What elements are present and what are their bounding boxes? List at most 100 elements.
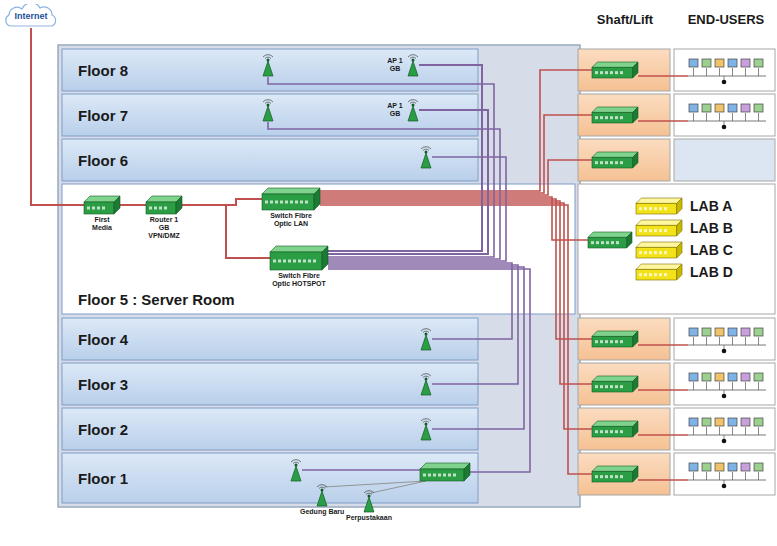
end-user-cell xyxy=(674,139,775,181)
floor-label: Floor 8 xyxy=(78,62,128,79)
device-port xyxy=(610,116,613,119)
lab-switch: LAB C xyxy=(636,242,733,258)
pc-cable xyxy=(706,337,707,345)
antenna-label: Perpustakaan xyxy=(346,514,392,522)
pc-cable xyxy=(706,427,707,435)
device-top xyxy=(420,463,470,469)
device-port xyxy=(659,251,662,254)
antenna-body xyxy=(408,106,418,121)
device-top xyxy=(588,232,632,237)
pc-cable xyxy=(693,382,694,390)
access-point: AP 1 GB xyxy=(386,54,419,76)
wireless-antenna: Gedung Baru xyxy=(300,484,344,516)
device-port xyxy=(293,260,296,263)
device-port xyxy=(600,430,603,433)
antenna-tip xyxy=(295,464,298,467)
network-printer xyxy=(722,439,727,444)
pc-monitor xyxy=(754,418,763,426)
drawing-part xyxy=(421,419,431,440)
device-port xyxy=(639,229,642,232)
device-port xyxy=(620,71,623,74)
antenna-waves xyxy=(317,485,327,489)
drawing-part xyxy=(420,463,470,481)
device-port xyxy=(610,475,613,478)
device-label: First Media xyxy=(84,216,120,232)
device-side xyxy=(314,188,320,210)
device-port xyxy=(615,430,618,433)
end-user-cell xyxy=(674,453,775,495)
device-port xyxy=(448,474,451,477)
cloud-label: Internet xyxy=(14,11,47,21)
drawing-part xyxy=(592,152,638,168)
antenna-tip xyxy=(321,489,324,492)
device-front xyxy=(270,252,322,270)
device-port xyxy=(305,201,308,204)
device-port xyxy=(664,273,667,276)
device-icon xyxy=(636,220,682,236)
device-port xyxy=(313,260,316,263)
device-port xyxy=(97,207,100,210)
antenna-waves xyxy=(408,100,418,104)
device-port xyxy=(605,430,608,433)
pc-monitor xyxy=(715,104,724,112)
device-port xyxy=(649,207,652,210)
device-port xyxy=(649,273,652,276)
pc-monitor xyxy=(702,328,711,336)
antenna-tip xyxy=(425,423,428,426)
device-side xyxy=(633,62,638,78)
antenna-body xyxy=(317,491,327,506)
device-port xyxy=(654,273,657,276)
floor-slab xyxy=(62,363,478,405)
drawing-part xyxy=(592,331,638,347)
device-port xyxy=(601,241,604,244)
ap-label: AP 1 GB xyxy=(386,102,404,118)
device-port xyxy=(285,201,288,204)
floor-band: Floor 7AP 1 GB xyxy=(62,94,478,136)
device-top xyxy=(592,421,638,426)
pc-monitor xyxy=(702,373,711,381)
device-port xyxy=(438,474,441,477)
pc-monitor xyxy=(741,104,750,112)
device-port xyxy=(620,161,623,164)
shaft-cell xyxy=(578,363,670,405)
printer-cable xyxy=(724,345,725,349)
internet-cloud: Internet xyxy=(2,4,60,28)
pc-cable xyxy=(719,68,720,76)
pc-cable xyxy=(758,113,759,121)
device-top xyxy=(592,376,638,381)
lan-bus xyxy=(688,121,766,122)
lan-fibre xyxy=(320,203,592,429)
lab-switch: LAB A xyxy=(636,198,732,214)
network-cable xyxy=(182,205,270,258)
hotspot-switch: Switch Fibre Optic HOTSPOT xyxy=(270,246,328,288)
pc-monitor xyxy=(715,328,724,336)
device-side xyxy=(633,421,638,437)
device-port xyxy=(453,474,456,477)
network-printer xyxy=(722,349,727,354)
device-port xyxy=(664,251,667,254)
drawing-part xyxy=(268,70,592,493)
device-port xyxy=(428,474,431,477)
device-port xyxy=(605,71,608,74)
pc-cable xyxy=(706,382,707,390)
device-port xyxy=(620,430,623,433)
device-icon xyxy=(407,54,419,76)
device-port xyxy=(639,251,642,254)
pc-monitor xyxy=(715,373,724,381)
device-top xyxy=(262,188,320,194)
device-front xyxy=(636,203,677,214)
pc-monitor xyxy=(728,104,737,112)
drawing-part xyxy=(592,421,638,437)
device-side xyxy=(464,463,470,481)
pc-monitor xyxy=(728,418,737,426)
ap-label: AP 1 GB xyxy=(386,57,404,73)
device-side xyxy=(322,246,328,270)
device-port xyxy=(92,207,95,210)
device-port xyxy=(595,71,598,74)
printer-cable xyxy=(724,435,725,439)
pc-cable xyxy=(719,382,720,390)
device-top xyxy=(636,264,682,269)
antenna-tip xyxy=(425,151,428,154)
device-icon xyxy=(84,196,120,214)
device-top xyxy=(636,220,682,225)
